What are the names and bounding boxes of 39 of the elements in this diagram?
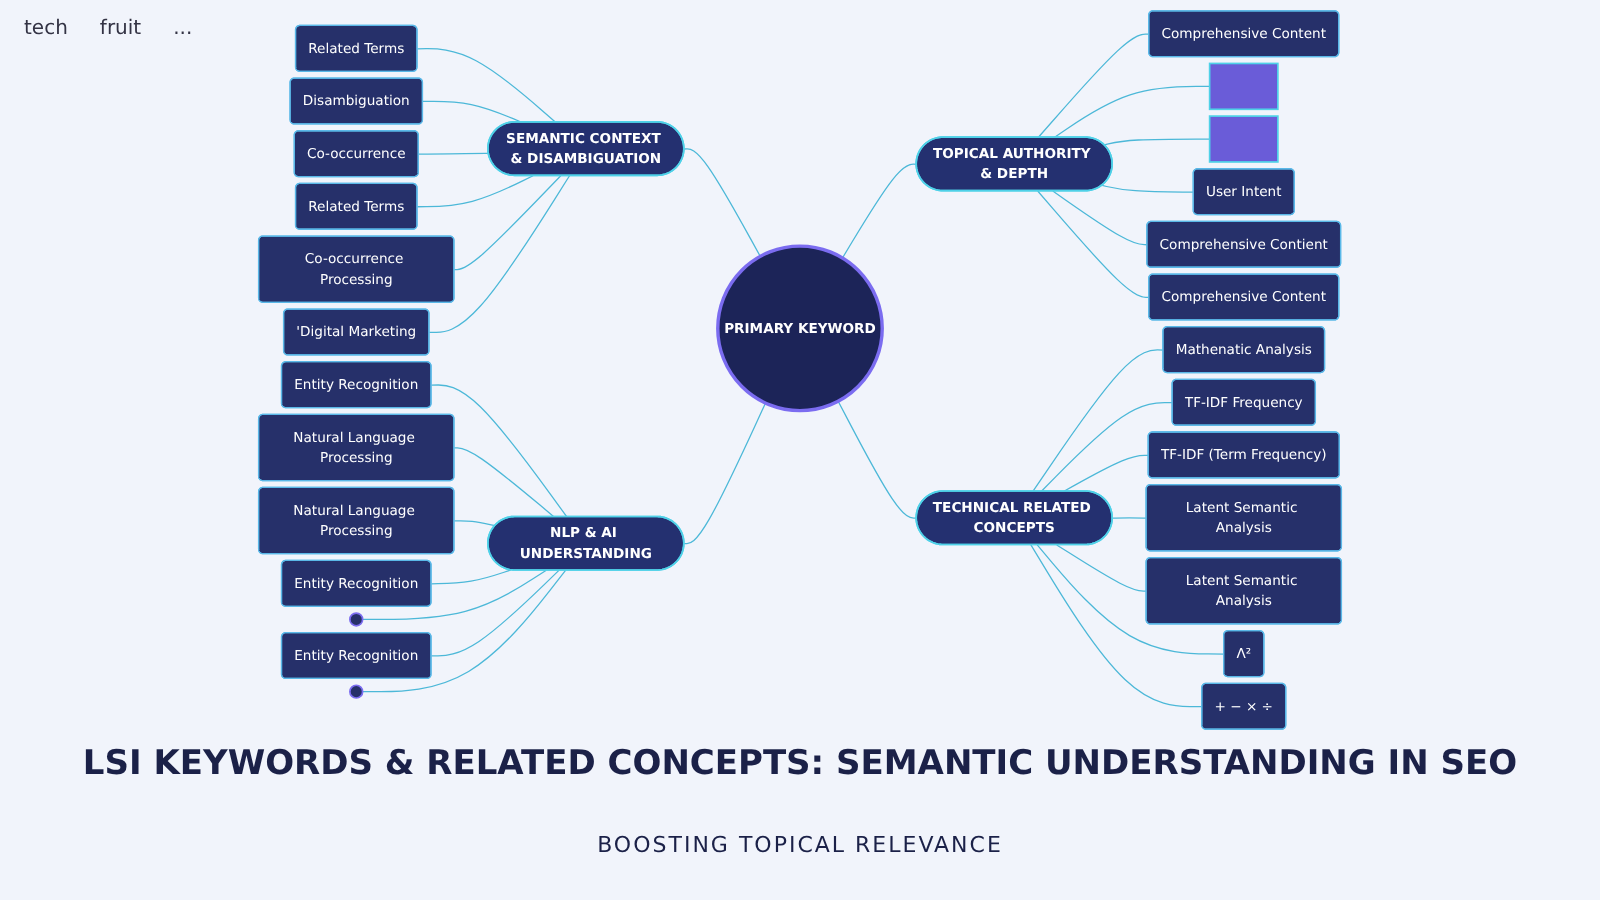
connector — [453, 447, 555, 518]
connector — [1030, 544, 1203, 708]
connector — [416, 48, 557, 123]
node-box — [1208, 62, 1279, 111]
icon-label: ... — [171, 16, 195, 42]
connector — [453, 175, 562, 271]
connector — [418, 152, 490, 155]
connector — [1052, 190, 1148, 246]
connector — [362, 569, 547, 621]
connector — [1056, 544, 1148, 592]
connector — [430, 569, 560, 657]
connector — [1111, 517, 1148, 519]
connector — [841, 163, 918, 259]
connector — [416, 175, 534, 208]
connector — [1037, 190, 1150, 299]
connector — [837, 400, 918, 519]
connector — [422, 100, 523, 123]
connector — [1037, 33, 1150, 139]
connector — [453, 520, 496, 527]
connector — [430, 569, 512, 585]
icon-label: tech — [22, 16, 70, 42]
connector — [1036, 544, 1225, 655]
connector — [1101, 184, 1195, 193]
connector — [1032, 349, 1164, 493]
diagram-title: LSI KEYWORDS & RELATED CONCEPTS: SEMANTIC UNDERSTANDING IN SEO — [80, 744, 1520, 784]
diagram-subtitle: BOOSTING TOPICAL RELEVANCE — [595, 832, 1005, 858]
node-circle — [349, 612, 364, 627]
connector — [1053, 85, 1211, 139]
icon-label: fruit — [97, 16, 144, 42]
connector — [1103, 138, 1211, 146]
node-box — [1208, 115, 1279, 163]
connector — [362, 569, 567, 693]
connector — [1040, 401, 1174, 493]
node-circle — [349, 684, 364, 699]
connector — [1062, 454, 1150, 493]
connector — [430, 384, 568, 518]
connector — [683, 402, 767, 545]
connector — [428, 175, 571, 334]
connector — [683, 148, 761, 258]
